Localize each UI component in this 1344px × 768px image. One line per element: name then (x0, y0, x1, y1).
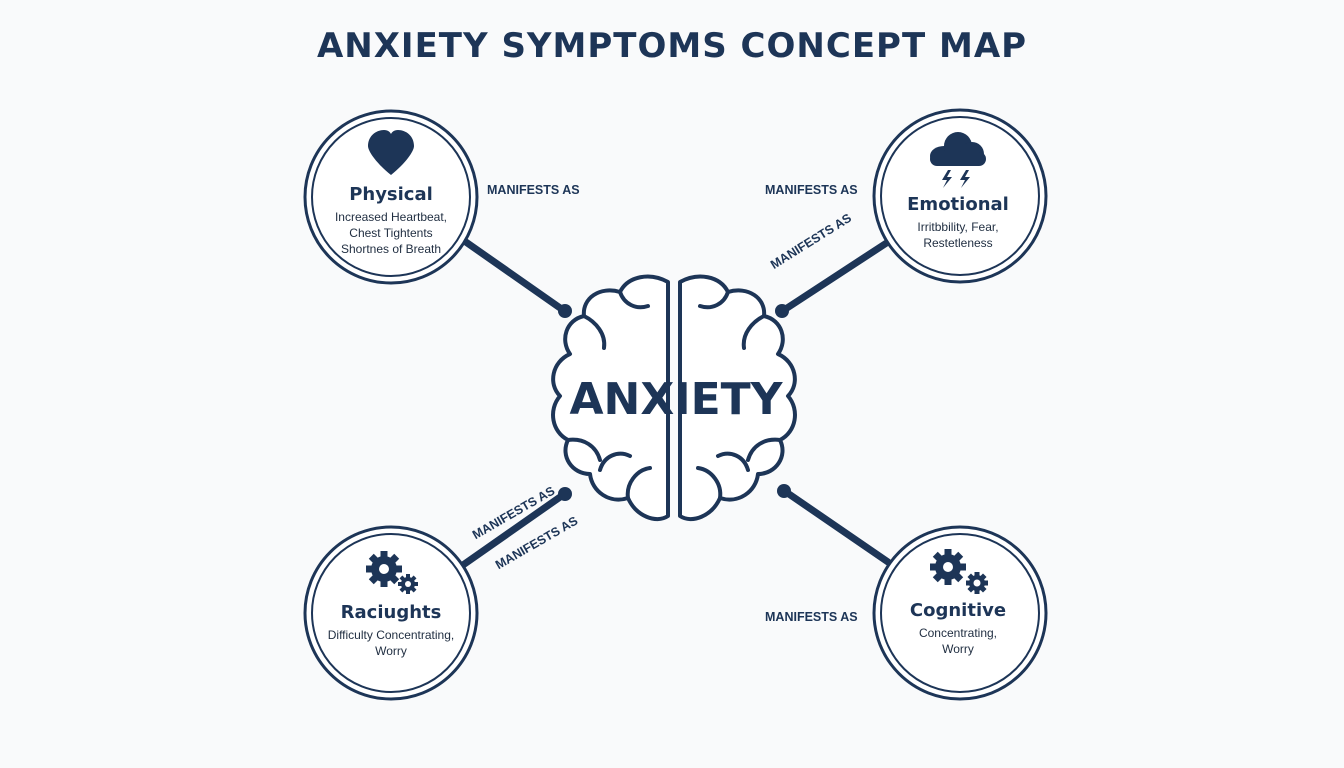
connector-dot-emotional (775, 304, 789, 318)
node-ring-cognitive (872, 525, 1048, 701)
connector-emotional (780, 238, 892, 314)
node-ring-emotional (872, 108, 1048, 284)
node-title: Physical (349, 184, 433, 205)
connector-dot-cognitive (777, 484, 791, 498)
node-desc-line: Irritbbility, Fear, (917, 220, 999, 234)
gears-icon (930, 549, 988, 594)
node-desc-line: Chest Tightents (349, 226, 433, 240)
node-desc-line: Shortnes of Breath (340, 242, 442, 256)
node-physical: Physical Increased Heartbeat, Chest Tigh… (281, 184, 501, 257)
connector-physical (459, 236, 567, 314)
edge-label: MANIFESTS AS (765, 610, 858, 624)
center-label: ANXIETY (569, 374, 783, 425)
node-desc-line: Difficulty Concentrating, (327, 628, 455, 642)
page-title: ANXIETY SYMPTOMS CONCEPT MAP (316, 26, 1028, 66)
node-desc-line: Worry (375, 644, 407, 658)
connector-cognitive (782, 488, 892, 566)
node-title: Raciughts (340, 602, 442, 623)
node-ring-physical (303, 109, 479, 285)
node-desc-line: Worry (942, 642, 974, 656)
node-emotional: Emotional Irritbbility, Fear, Restetlene… (848, 194, 1068, 251)
brain-icon (551, 274, 797, 522)
node-desc-line: Concentrating, (918, 626, 998, 640)
node-title: Emotional (907, 194, 1009, 215)
edge-label: MANIFESTS AS (487, 183, 580, 197)
node-desc-line: Restetleness (923, 236, 993, 250)
storm-cloud-icon (930, 132, 986, 188)
gears-icon (366, 551, 418, 594)
node-raciughts: Raciughts Difficulty Concentrating, Worr… (281, 602, 501, 659)
node-ring-raciughts (303, 525, 479, 701)
node-title: Cognitive (909, 600, 1007, 621)
connector-raciughts (459, 491, 567, 569)
node-cognitive: Cognitive Concentrating, Worry (848, 600, 1068, 657)
heart-icon (368, 130, 414, 175)
connector-dot-raciughts (558, 487, 572, 501)
edge-label: MANIFESTS AS (765, 183, 858, 197)
node-desc-line: Increased Heartbeat, (334, 210, 448, 224)
connector-dot-physical (558, 304, 572, 318)
